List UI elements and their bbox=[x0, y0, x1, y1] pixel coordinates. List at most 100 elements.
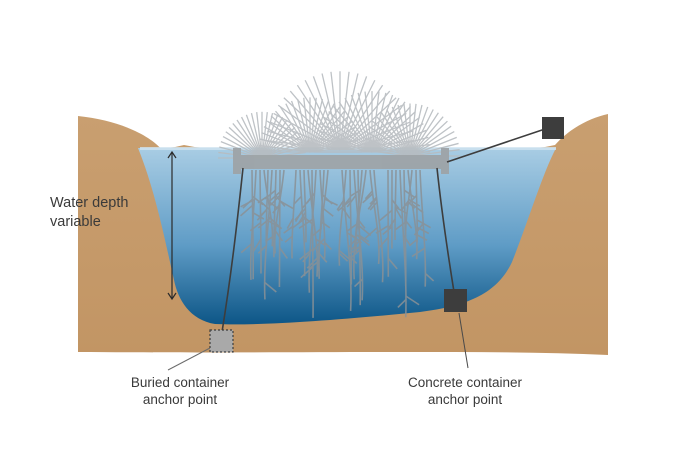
root-branch bbox=[302, 252, 312, 263]
leaf-blade bbox=[368, 125, 411, 157]
leaf-blade bbox=[397, 104, 411, 157]
root-branch bbox=[312, 227, 323, 237]
root-strand bbox=[357, 169, 362, 306]
leaf-blade bbox=[363, 136, 411, 157]
root-branch bbox=[306, 192, 316, 204]
root-strand bbox=[263, 169, 274, 247]
leaf-blade bbox=[321, 73, 341, 151]
leaf-blade bbox=[409, 103, 417, 157]
root-strand bbox=[273, 169, 285, 254]
root-branch bbox=[294, 208, 306, 221]
leaf-blade bbox=[289, 90, 341, 151]
root-branch bbox=[259, 200, 270, 210]
leaf-blade bbox=[258, 144, 311, 153]
root-branch bbox=[257, 244, 268, 254]
root-branch bbox=[354, 278, 364, 288]
leaf-blade bbox=[364, 91, 373, 153]
leaf-blade bbox=[339, 97, 397, 151]
root-branch bbox=[364, 227, 378, 239]
mooring-line-right bbox=[436, 167, 456, 299]
leaf-blade bbox=[391, 106, 411, 157]
root-branch bbox=[367, 197, 378, 210]
root-strand bbox=[407, 169, 418, 260]
root-branch bbox=[249, 222, 262, 232]
leaf-blade bbox=[372, 120, 411, 157]
root-branch bbox=[338, 252, 349, 262]
root-branch bbox=[252, 238, 262, 252]
leaf-blade bbox=[285, 103, 311, 153]
leaf-blade bbox=[263, 126, 311, 153]
root-branch bbox=[358, 234, 370, 243]
leaf-blade bbox=[338, 101, 373, 153]
leaf-blade bbox=[339, 79, 376, 151]
root-branch bbox=[377, 236, 389, 249]
root-branch bbox=[283, 225, 294, 234]
root-branch bbox=[413, 223, 424, 236]
root-branch bbox=[346, 194, 357, 208]
root-branch bbox=[258, 209, 268, 218]
root-strand bbox=[399, 169, 407, 318]
leaf-blade bbox=[339, 73, 359, 151]
leaf-blade bbox=[222, 135, 263, 159]
leaf-blade bbox=[256, 112, 263, 159]
root-branch bbox=[397, 298, 407, 309]
leaf-blade bbox=[403, 103, 411, 157]
root-branch bbox=[356, 223, 372, 237]
root-branch bbox=[340, 196, 352, 210]
root-branch bbox=[298, 218, 314, 229]
root-branch bbox=[358, 219, 366, 229]
concrete-anchor-label-line2: anchor point bbox=[427, 392, 503, 407]
water-depth-label-line1: Water depth bbox=[50, 195, 129, 211]
leaf-blade bbox=[409, 149, 460, 157]
buried-anchor-label-line1: Buried container bbox=[130, 375, 230, 390]
leaf-blade bbox=[314, 144, 373, 153]
leaf-blade bbox=[304, 79, 341, 151]
root-branch bbox=[379, 209, 393, 222]
root-branch bbox=[240, 243, 253, 254]
root-strand bbox=[355, 169, 367, 254]
root-branch bbox=[311, 241, 321, 253]
root-branch bbox=[425, 273, 435, 282]
root-branch bbox=[272, 204, 280, 214]
leaf-blade bbox=[273, 112, 341, 151]
leaf-blade bbox=[409, 131, 455, 157]
mooring-line-top-right bbox=[446, 127, 549, 163]
root-strand bbox=[349, 169, 353, 285]
buried-anchor-label-line2: anchor point bbox=[142, 392, 218, 407]
root-branch bbox=[356, 234, 371, 247]
root-branch bbox=[252, 211, 265, 220]
root-strand bbox=[299, 169, 306, 277]
root-strand bbox=[369, 169, 380, 264]
leaf-blade bbox=[386, 109, 411, 157]
leaf-blade bbox=[236, 119, 263, 159]
leaf-blade bbox=[303, 97, 311, 153]
root-strand bbox=[341, 169, 352, 311]
leaf-blade bbox=[232, 122, 263, 159]
leaf-blade bbox=[296, 98, 311, 153]
mooring-line-left bbox=[221, 167, 244, 333]
leaf-blade bbox=[290, 100, 311, 153]
leaf-blade bbox=[361, 142, 411, 157]
leaf-blade bbox=[265, 139, 341, 151]
root-branch bbox=[347, 254, 358, 264]
root-branch bbox=[300, 266, 314, 279]
leaf-blade bbox=[409, 106, 429, 157]
root-strand bbox=[319, 169, 326, 259]
leaf-blade bbox=[376, 116, 411, 157]
root-branch bbox=[324, 198, 338, 206]
root-branch bbox=[284, 235, 293, 243]
root-strand bbox=[307, 169, 319, 277]
leaf-blade bbox=[269, 121, 341, 151]
leaf-blade bbox=[409, 125, 452, 157]
root-branch bbox=[411, 247, 425, 258]
leaf-blade bbox=[350, 94, 373, 153]
root-branch bbox=[394, 221, 406, 231]
concrete-anchor-label-line1: Concrete container bbox=[407, 375, 523, 390]
depth-arrow bbox=[167, 150, 177, 301]
water-depth-label: Water depth variable bbox=[50, 194, 170, 232]
buried-anchor-label: Buried container anchor point bbox=[100, 374, 260, 408]
root-branch bbox=[342, 207, 351, 219]
leaf-blade bbox=[344, 97, 373, 153]
root-strand bbox=[419, 169, 427, 287]
